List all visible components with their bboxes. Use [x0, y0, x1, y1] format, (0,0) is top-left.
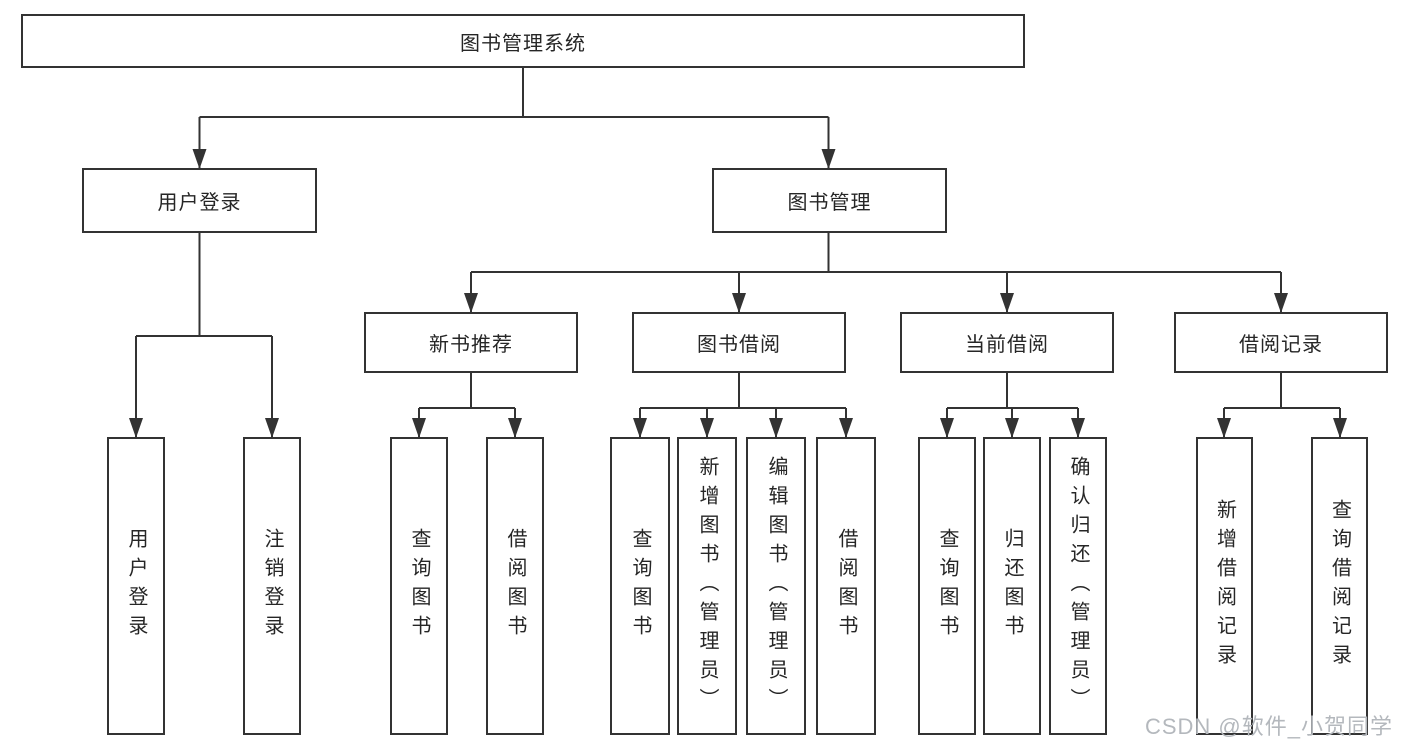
node-current-borrowing: 当前借阅 [900, 312, 1114, 373]
node-borrowing-records: 借阅记录 [1174, 312, 1388, 373]
leaf-label: 查询借阅记录 [1328, 499, 1351, 673]
leaf-borrow-books: 借阅图书 [816, 437, 876, 735]
node-label: 当前借阅 [965, 334, 1049, 356]
node-label: 图书管理系统 [460, 32, 586, 55]
leaf-label: 确认归还（管理员） [1067, 455, 1089, 717]
leaf-query-books: 查询图书 [918, 437, 976, 735]
leaf-query-books: 查询图书 [610, 437, 670, 735]
leaf-label: 用户登录 [125, 528, 147, 644]
leaf-label: 归还图书 [1001, 528, 1023, 644]
node-label: 图书借阅 [697, 334, 781, 356]
leaf-confirm-return-admin: 确认归还（管理员） [1049, 437, 1107, 735]
leaf-user-login: 用户登录 [107, 437, 165, 735]
node-label: 借阅记录 [1239, 334, 1323, 356]
leaf-borrow-books: 借阅图书 [486, 437, 544, 735]
leaf-query-borrow-record: 查询借阅记录 [1311, 437, 1368, 735]
leaf-label: 借阅图书 [504, 528, 526, 644]
leaf-query-books: 查询图书 [390, 437, 448, 735]
csdn-watermark: CSDN @软件_小贺同学 [1144, 714, 1393, 739]
node-book-management: 图书管理 [712, 168, 947, 233]
node-label: 图书管理 [787, 192, 872, 214]
node-user-login: 用户登录 [82, 168, 317, 233]
node-label: 用户登录 [157, 192, 242, 214]
leaf-label: 查询图书 [936, 528, 958, 644]
leaf-logout: 注销登录 [243, 437, 301, 735]
leaf-label: 新增借阅记录 [1213, 499, 1236, 673]
leaf-add-books-admin: 新增图书（管理员） [677, 437, 737, 735]
node-root-system: 图书管理系统 [21, 14, 1025, 68]
leaf-add-borrow-record: 新增借阅记录 [1196, 437, 1253, 735]
node-new-book-recommend: 新书推荐 [364, 312, 578, 373]
leaf-label: 编辑图书（管理员） [765, 455, 787, 717]
node-book-borrowing: 图书借阅 [632, 312, 846, 373]
leaf-label: 新增图书（管理员） [696, 455, 718, 717]
leaf-label: 查询图书 [629, 528, 651, 644]
leaf-label: 借阅图书 [835, 528, 857, 644]
leaf-edit-books-admin: 编辑图书（管理员） [746, 437, 806, 735]
leaf-label: 注销登录 [261, 528, 283, 644]
leaf-label: 查询图书 [408, 528, 430, 644]
node-label: 新书推荐 [429, 334, 513, 356]
leaf-return-books: 归还图书 [983, 437, 1041, 735]
